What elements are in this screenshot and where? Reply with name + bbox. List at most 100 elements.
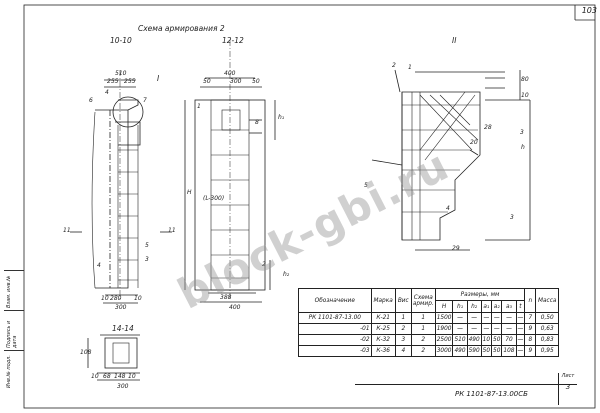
th-a3: a₃	[501, 300, 517, 313]
cell-t: —	[515, 334, 526, 346]
cell-vis: 2	[394, 323, 412, 335]
cell-h1: —	[452, 323, 468, 335]
dim-h1: h₁	[278, 114, 285, 121]
cell-mass: 0,50	[535, 312, 559, 324]
document-code: РК 1101-87-13.00СБ	[455, 390, 528, 398]
dim-10a: 10	[134, 295, 142, 302]
cell-h2: —	[466, 312, 482, 324]
cell-n: 9	[524, 323, 537, 335]
dim-400b: 400	[229, 304, 241, 311]
cell-a3: —	[501, 323, 517, 335]
cell-mark: К-25	[370, 323, 396, 335]
label-4c: 4	[446, 205, 450, 212]
dim-388: 388	[220, 294, 232, 301]
cell-vis: 4	[394, 345, 412, 357]
dim-300c: 300	[117, 383, 129, 390]
cell-a2: 50	[491, 345, 503, 357]
cell-h2: 490	[466, 334, 482, 346]
cell-mass: 0,83	[535, 334, 559, 346]
cell-designation: РК 1101-87-13.00	[298, 312, 372, 324]
th-mark: Марка	[370, 288, 396, 313]
cell-H: 1500	[434, 312, 454, 324]
cell-designation: -01	[298, 323, 372, 335]
th-vis: Вис	[394, 288, 412, 313]
label-1: 1	[197, 103, 201, 110]
cell-t: —	[515, 312, 526, 324]
cell-h1: 510	[452, 334, 468, 346]
cell-vis: 1	[394, 312, 412, 324]
cell-h2: —	[466, 323, 482, 335]
section-label-10: 10-10	[110, 36, 132, 45]
cell-h1: 490	[452, 345, 468, 357]
th-a2: a₂	[491, 300, 503, 313]
sheet-frame	[23, 4, 596, 409]
dim-29: 29	[452, 245, 460, 252]
section-label-12: 12-12	[222, 36, 244, 45]
side-stamp: Инв.№ подл. Подпись и дата Взам. инв.№	[4, 270, 24, 390]
cell-designation: -02	[298, 334, 372, 346]
dim-h2: h₂	[283, 271, 290, 278]
page-number: 103	[581, 6, 597, 15]
dim-row-15: 68	[103, 373, 111, 380]
mark-I: I	[157, 74, 160, 83]
section-label-14: 14-14	[112, 324, 134, 333]
dim-50b: 50	[252, 78, 260, 85]
th-designation: Обозначение	[298, 288, 372, 313]
cell-mark: К-21	[370, 312, 396, 324]
column-view-12-12	[184, 40, 276, 303]
dim-H: H	[187, 189, 192, 196]
cell-h2: 590	[466, 345, 482, 357]
dim-255b: 255	[124, 78, 136, 85]
cell-a2: 50	[491, 334, 503, 346]
dim-510: 510	[115, 70, 127, 77]
cell-a1: —	[480, 323, 493, 335]
cell-scheme: 1	[410, 312, 436, 324]
cell-a3: —	[501, 312, 517, 324]
th-t: t	[515, 300, 526, 313]
cell-a3: 108	[501, 345, 517, 357]
side-stamp-0: Инв.№ подл.	[4, 350, 24, 390]
sheet-number: 3	[565, 383, 571, 391]
th-scheme: Схема армир.	[410, 288, 436, 313]
label-7: 7	[143, 97, 147, 104]
cell-t: —	[515, 345, 526, 357]
cell-mass: 0,63	[535, 323, 559, 335]
dim-300b: 300	[230, 78, 242, 85]
cell-scheme: 2	[410, 345, 436, 357]
cell-designation: -03	[298, 345, 372, 357]
label-3b: 3	[520, 129, 524, 136]
cell-vis: 3	[394, 334, 412, 346]
spec-table: Обозначение Марка Вис Схема армир. Разме…	[298, 288, 559, 357]
label-5: 5	[145, 242, 149, 249]
dim-10b: 10	[101, 295, 109, 302]
th-h1: h₁	[452, 300, 468, 313]
label-2: 2	[262, 261, 266, 268]
cell-H: 3000	[434, 345, 454, 357]
cell-a1: —	[480, 312, 493, 324]
cell-mark: К-36	[370, 345, 396, 357]
side-stamp-1: Подпись и дата	[4, 310, 24, 350]
label-5b: 5	[364, 182, 368, 189]
dim-L: (L-300)	[203, 195, 225, 202]
label-3a: 3	[145, 256, 149, 263]
label-6: 6	[89, 97, 93, 104]
cell-scheme: 2	[410, 334, 436, 346]
dim-28: 28	[484, 124, 492, 131]
section-14-14	[87, 334, 140, 381]
cell-a3: 70	[501, 334, 517, 346]
label-3c: 3	[510, 214, 514, 221]
cell-H: 2500	[434, 334, 454, 346]
cell-a2: —	[491, 312, 503, 324]
column-view-10-10	[70, 70, 172, 304]
label-4b: 4	[97, 262, 101, 269]
view-II-console	[371, 69, 531, 251]
cell-a1: 10	[480, 334, 493, 346]
mark-11-right: 11	[168, 227, 176, 234]
cell-H: 1900	[434, 323, 454, 335]
dim-300a: 300	[115, 304, 127, 311]
